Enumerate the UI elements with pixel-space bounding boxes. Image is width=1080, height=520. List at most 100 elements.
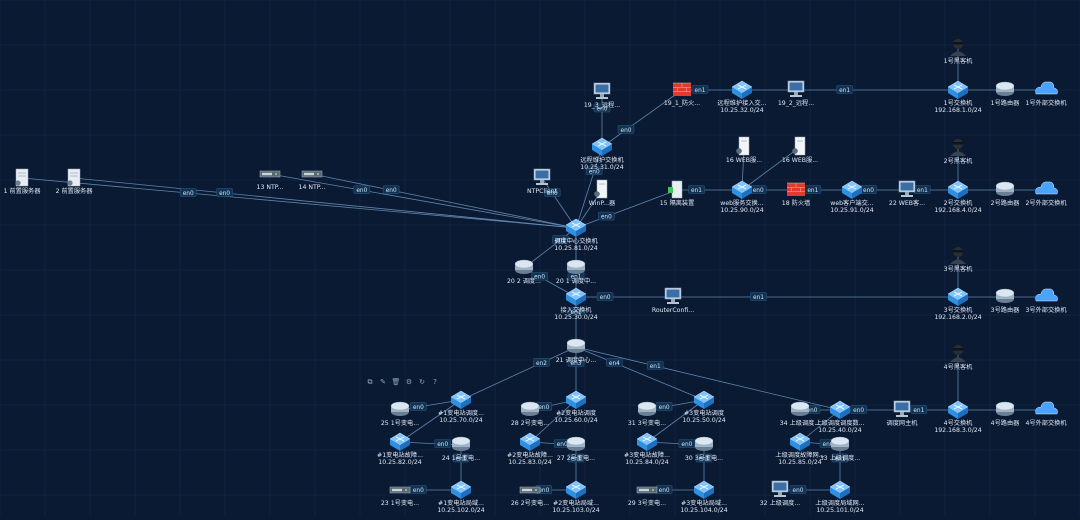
node-n2[interactable]: 2 前置服务器 <box>56 168 94 195</box>
firewall-icon <box>787 182 805 196</box>
node-n15[interactable]: 15 隔离装置 <box>660 180 695 207</box>
node-upf[interactable]: 上级调度局域网...10.25.101.0/24 <box>815 480 865 514</box>
link-rsw31-n19_1[interactable] <box>601 89 683 148</box>
node-n16[interactable]: 16 WEB服... <box>726 136 762 164</box>
node-h4[interactable]: 4号黑客机 <box>944 345 973 371</box>
node-r2[interactable]: 2号路由器 <box>991 181 1020 207</box>
node-upd[interactable]: 上级调度调度数...10.25.40.0/24 <box>815 400 865 434</box>
link-n14-core[interactable] <box>311 173 577 229</box>
node-websw[interactable]: web服务交换...10.25.90.0/24 <box>720 180 764 214</box>
settings-icon[interactable]: ⚙ <box>406 378 412 386</box>
node-webcl[interactable]: web客户端交...10.25.91.0/24 <box>830 180 874 214</box>
node-n29[interactable]: 29 3号变电... <box>628 486 666 507</box>
node-n13[interactable]: 13 NTP... <box>257 170 284 191</box>
node-n26[interactable]: 26 2号变电... <box>511 486 549 507</box>
node-b3f[interactable]: #3变电站局域...10.25.104.0/24 <box>680 480 728 514</box>
node-n21[interactable]: 21 调度中心... <box>556 338 597 364</box>
node-n23[interactable]: 23 1号变电... <box>381 486 419 507</box>
link-n1-core[interactable] <box>21 177 577 229</box>
node-n31[interactable]: 31 3号变电... <box>628 401 666 427</box>
link-core-n20[interactable] <box>523 227 577 269</box>
node-n28[interactable]: 28 2号变电... <box>511 401 549 427</box>
node-subnet: 10.25.103.0/24 <box>552 507 599 514</box>
link-n21-b1d[interactable] <box>460 346 577 401</box>
link-core-n15[interactable] <box>575 189 678 229</box>
link-n21-b3d[interactable] <box>575 346 705 401</box>
link-websw-n16b[interactable] <box>741 146 801 191</box>
node-ntpc[interactable]: NTPClient <box>527 168 558 195</box>
node-subnet: 10.25.32.0/24 <box>720 107 763 114</box>
node-h3[interactable]: 3号黑客机 <box>944 247 973 273</box>
node-n16b[interactable]: 16 WEB服... <box>782 136 818 164</box>
node-n19_2[interactable]: 19_2_远程... <box>778 80 814 107</box>
node-label: 3号黑客机 <box>944 265 973 273</box>
port-label-text: en1 <box>753 295 764 301</box>
link-core-rsw31[interactable] <box>575 146 603 229</box>
node-n30[interactable]: 30 3号变电... <box>685 436 723 462</box>
link-b3d-b3e[interactable] <box>646 399 705 443</box>
node-label: web客户端交... <box>830 199 873 207</box>
node-b3e[interactable]: #3变电站故障...10.25.84.0/24 <box>624 432 670 466</box>
node-r1[interactable]: 1号路由器 <box>991 81 1020 107</box>
node-b1d[interactable]: #1变电站调度...10.25.70.0/24 <box>438 390 484 424</box>
node-b2f[interactable]: #2变电站局域...10.25.103.0/24 <box>552 480 600 514</box>
link-n21-upd[interactable] <box>575 346 841 411</box>
node-h1[interactable]: 1号黑客机 <box>944 39 973 65</box>
node-wm[interactable]: WinP...器 <box>589 179 616 207</box>
port-label-text: en1 <box>807 188 818 194</box>
node-n24[interactable]: 24 1号变电... <box>442 436 480 462</box>
node-upe[interactable]: 上级调度故障网...10.25.85.0/24 <box>775 432 825 466</box>
link-b1d-b1e[interactable] <box>399 399 462 443</box>
node-rsw32[interactable]: 远程维护接入交...10.25.32.0/24 <box>717 80 767 114</box>
node-n19_3[interactable]: 19_3_远程... <box>584 82 620 109</box>
node-n34[interactable]: 34 上级调度... <box>780 401 821 427</box>
node-n33[interactable]: 33 上级调度... <box>820 436 861 462</box>
switch-icon <box>565 480 587 499</box>
node-n19_1[interactable]: 19_1_防火... <box>664 82 700 107</box>
node-label: 接入交换机 <box>561 306 593 314</box>
node-r4[interactable]: 4号路由器 <box>991 401 1020 427</box>
node-n20[interactable]: 20 2 调度... <box>507 259 541 285</box>
node-c1[interactable]: 1号外部交换机 <box>1025 81 1067 107</box>
link-b2d-b2e[interactable] <box>529 399 577 443</box>
node-c3[interactable]: 3号外部交换机 <box>1025 288 1067 314</box>
node-c4[interactable]: 4号外部交换机 <box>1025 401 1067 427</box>
node-c2[interactable]: 2号外部交换机 <box>1025 181 1067 207</box>
link-ntpc-core[interactable] <box>541 177 577 229</box>
link-n2-core[interactable] <box>73 177 577 229</box>
node-dsvc[interactable]: 调度网主机 <box>887 400 919 427</box>
node-n27[interactable]: 27 2号变电... <box>557 436 595 462</box>
node-n18[interactable]: 18 防火墙 <box>782 182 810 207</box>
refresh-icon[interactable]: ↻ <box>419 378 425 386</box>
node-h2[interactable]: 2号黑客机 <box>944 139 973 165</box>
port-label-box <box>410 402 427 411</box>
node-n22[interactable]: 22 WEB客... <box>889 180 925 207</box>
node-rcfg[interactable]: RouterConfi... <box>652 287 694 314</box>
copy-icon[interactable]: ⧉ <box>368 378 373 386</box>
edit-icon[interactable]: ✎ <box>380 378 386 386</box>
node-b1f[interactable]: #1变电站局域...10.25.102.0/24 <box>437 480 485 514</box>
link-n13-core[interactable] <box>269 173 577 229</box>
link-upd-upe[interactable] <box>799 409 841 443</box>
port-label-text: en1 <box>571 275 582 281</box>
delete-icon[interactable]: 🗑 <box>392 377 401 386</box>
node-n1[interactable]: 1 前置服务器 <box>4 168 42 195</box>
help-icon[interactable]: ? <box>433 378 437 386</box>
node-n14[interactable]: 14 NTP... <box>299 170 326 191</box>
node-b1e[interactable]: #1变电站故障...10.25.82.0/24 <box>377 432 423 466</box>
node-n32[interactable]: 32 上级调度... <box>760 480 801 507</box>
node-b2e[interactable]: #2变电站故障...10.25.83.0/24 <box>507 432 553 466</box>
node-r3[interactable]: 3号路由器 <box>991 288 1020 314</box>
node-n25[interactable]: 25 1号变电... <box>381 401 419 427</box>
node-n20b[interactable]: 20 1 调度中... <box>556 259 596 285</box>
